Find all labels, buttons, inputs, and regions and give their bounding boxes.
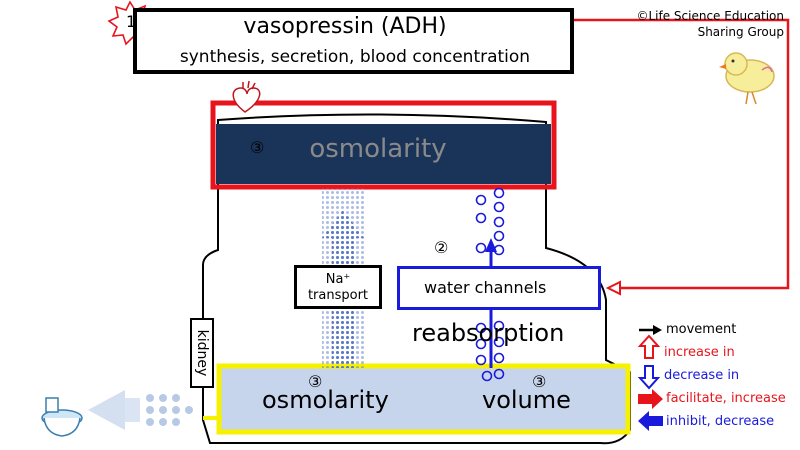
blood-fill <box>216 124 551 184</box>
urine-osmolarity-step: ③ <box>308 372 323 391</box>
legend-decrease: decrease in <box>664 368 740 383</box>
legend-movement-icon <box>639 325 662 335</box>
legend-inhibit: inhibit, decrease <box>666 414 775 429</box>
urine-osmolarity-label: osmolarity <box>262 386 389 414</box>
water-channels-box <box>397 266 601 310</box>
kidney-outline <box>202 113 631 445</box>
blood-step-number: ③ <box>250 138 265 157</box>
kidney-label-box <box>190 318 214 388</box>
blood-box <box>210 100 557 190</box>
urine-volume-label: volume <box>482 386 571 414</box>
subtitle: synthesis, secretion, blood concentratio… <box>179 47 531 67</box>
urine-box <box>216 363 631 435</box>
title-box <box>133 8 574 74</box>
legend-facilitate: facilitate, increase <box>666 391 786 406</box>
legend-movement: movement <box>666 322 737 337</box>
title: vasopressin (ADH) <box>243 14 447 39</box>
urine-out-arrow <box>88 390 193 430</box>
chick-icon <box>719 52 775 105</box>
legend-decrease-icon <box>637 365 661 390</box>
kidney-label: kidney <box>194 329 210 377</box>
step-1-number: 1 <box>126 12 137 31</box>
na-transport-box: Na⁺ transport <box>294 265 382 309</box>
legend-increase-icon <box>637 334 661 359</box>
legend-facilitate-icon <box>638 389 663 409</box>
blood-osmolarity-label: osmolarity <box>309 134 447 164</box>
heart-icon <box>232 80 261 113</box>
water-channels-label: water channels <box>424 278 547 297</box>
regulation-line <box>574 18 790 290</box>
step-2-number: ② <box>434 238 449 257</box>
legend-inhibit-icon <box>638 411 663 431</box>
toilet-icon <box>41 397 83 437</box>
legend-increase: increase in <box>664 345 735 360</box>
copyright-text: ©Life Science Education Sharing Group <box>636 9 784 39</box>
urine-volume-step: ③ <box>532 372 547 391</box>
reabsorption-label: reabsorption <box>412 319 565 347</box>
